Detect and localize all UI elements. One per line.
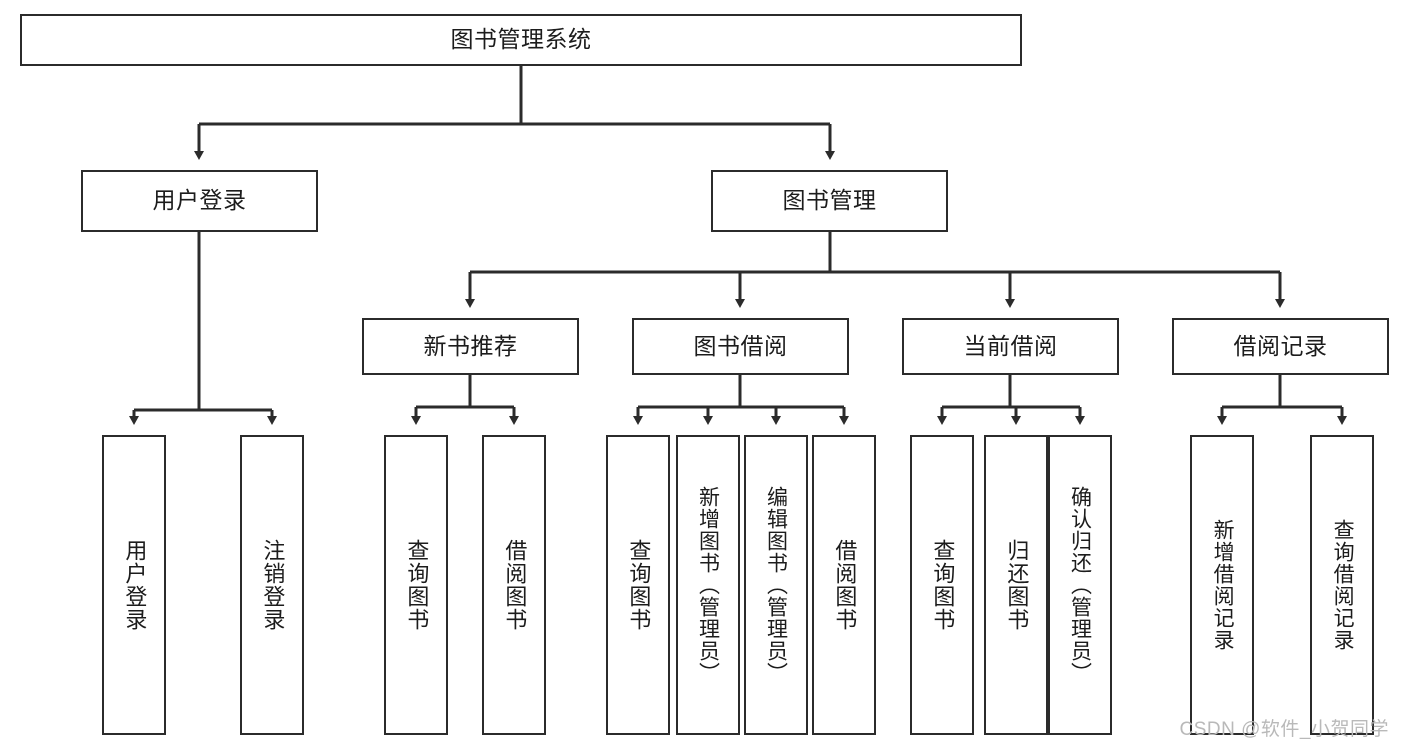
node-user-login-label: 用户登录 [152,187,247,214]
node-leaf-bor-add-book[interactable]: 新增图书（管理员） [676,435,740,735]
node-new-book-rec-label: 新书推荐 [423,332,518,359]
node-root[interactable]: 图书管理系统 [20,14,1022,66]
node-borrow-record-label: 借阅记录 [1233,332,1328,359]
node-leaf-rec-add-record[interactable]: 新增借阅记录 [1190,435,1254,735]
node-leaf-user-login-label: 用户登录 [122,539,148,631]
csdn-watermark: CSDN @软件_小贺同学 [1179,719,1389,740]
node-leaf-rec-borrow-book-label: 借阅图书 [502,539,528,631]
node-leaf-bor-add-book-label: 新增图书（管理员） [696,486,720,684]
node-leaf-rec-query-record[interactable]: 查询借阅记录 [1310,435,1374,735]
node-book-manage[interactable]: 图书管理 [711,170,948,232]
node-leaf-bor-borrow-book[interactable]: 借阅图书 [812,435,876,735]
node-leaf-cur-query-book-label: 查询图书 [930,539,956,631]
node-leaf-rec-query-record-label: 查询借阅记录 [1331,519,1355,651]
node-leaf-cur-confirm-return[interactable]: 确认归还（管理员） [1048,435,1112,735]
node-book-borrow-label: 图书借阅 [693,332,788,359]
node-leaf-cur-confirm-return-label: 确认归还（管理员） [1068,486,1092,684]
node-leaf-cur-return-book[interactable]: 归还图书 [984,435,1048,735]
node-leaf-bor-edit-book-label: 编辑图书（管理员） [764,486,788,684]
node-leaf-bor-query-book[interactable]: 查询图书 [606,435,670,735]
node-leaf-rec-query-book-label: 查询图书 [404,539,430,631]
node-current-borrow-label: 当前借阅 [963,332,1058,359]
node-leaf-rec-query-book[interactable]: 查询图书 [384,435,448,735]
node-book-manage-label: 图书管理 [782,187,877,214]
node-new-book-rec[interactable]: 新书推荐 [362,318,579,375]
node-leaf-bor-borrow-book-label: 借阅图书 [832,539,858,631]
node-leaf-bor-query-book-label: 查询图书 [626,539,652,631]
node-leaf-rec-add-record-label: 新增借阅记录 [1211,519,1235,651]
node-leaf-rec-borrow-book[interactable]: 借阅图书 [482,435,546,735]
node-leaf-user-logout[interactable]: 注销登录 [240,435,304,735]
node-root-label: 图书管理系统 [450,26,592,53]
node-leaf-user-logout-label: 注销登录 [260,539,286,631]
node-user-login[interactable]: 用户登录 [81,170,318,232]
node-book-borrow[interactable]: 图书借阅 [632,318,849,375]
node-leaf-user-login[interactable]: 用户登录 [102,435,166,735]
node-borrow-record[interactable]: 借阅记录 [1172,318,1389,375]
node-current-borrow[interactable]: 当前借阅 [902,318,1119,375]
node-leaf-cur-query-book[interactable]: 查询图书 [910,435,974,735]
node-leaf-bor-edit-book[interactable]: 编辑图书（管理员） [744,435,808,735]
node-leaf-cur-return-book-label: 归还图书 [1004,539,1030,631]
